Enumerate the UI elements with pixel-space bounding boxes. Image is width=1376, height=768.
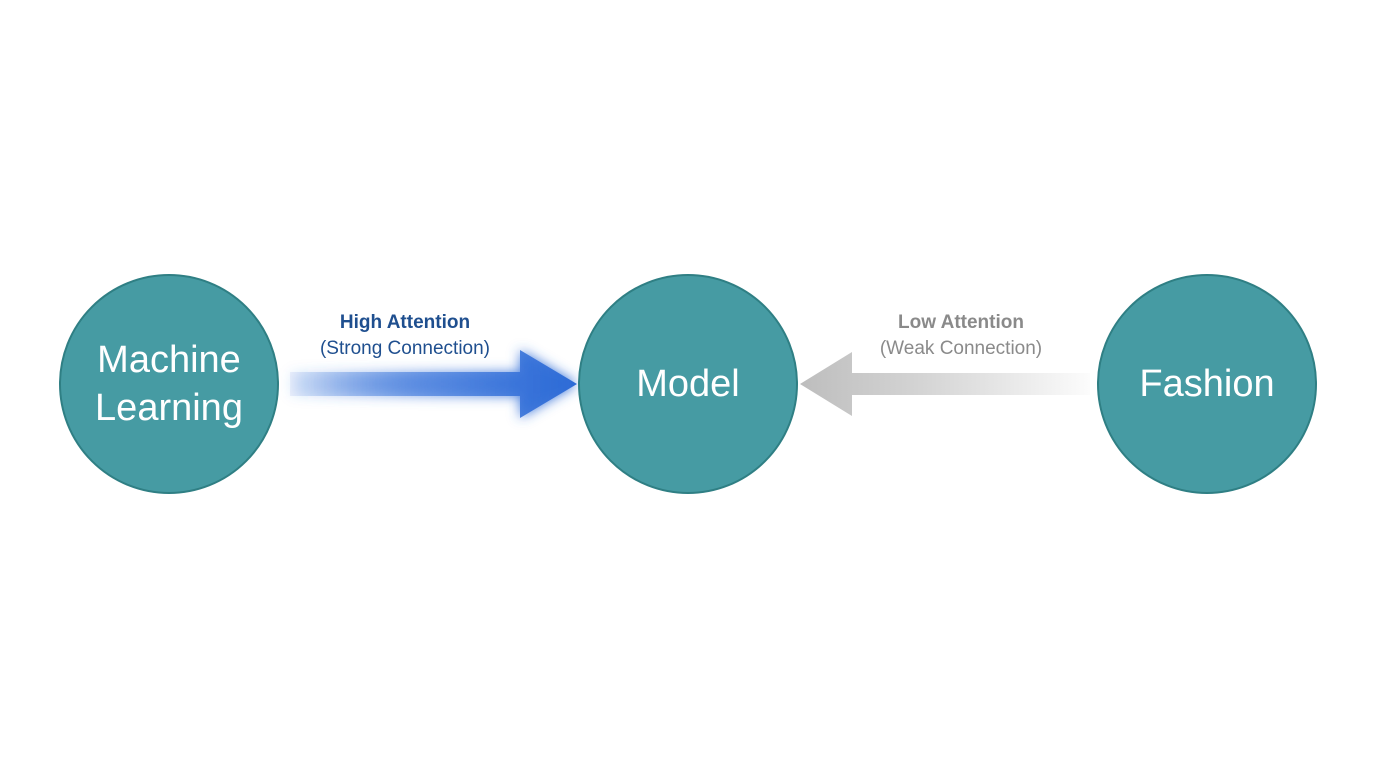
edge-title: High Attention xyxy=(339,312,471,333)
high-attention-label: High Attention (Strong Connection) xyxy=(255,310,555,362)
high-attention-arrow xyxy=(290,350,577,418)
node-label: Model xyxy=(636,363,740,405)
low-attention-label: Low Attention (Weak Connection) xyxy=(811,310,1111,362)
node-fashion: Fashion xyxy=(1097,274,1317,494)
low-attention-arrow xyxy=(800,352,1090,416)
node-label: Machine Learning xyxy=(95,339,243,429)
node-machine-learning: Machine Learning xyxy=(59,274,279,494)
edge-title: Low Attention xyxy=(898,312,1024,333)
node-model: Model xyxy=(578,274,798,494)
edge-subtitle: (Weak Connection) xyxy=(879,338,1043,359)
edge-subtitle: (Strong Connection) xyxy=(319,338,491,359)
node-label: Fashion xyxy=(1139,363,1275,405)
